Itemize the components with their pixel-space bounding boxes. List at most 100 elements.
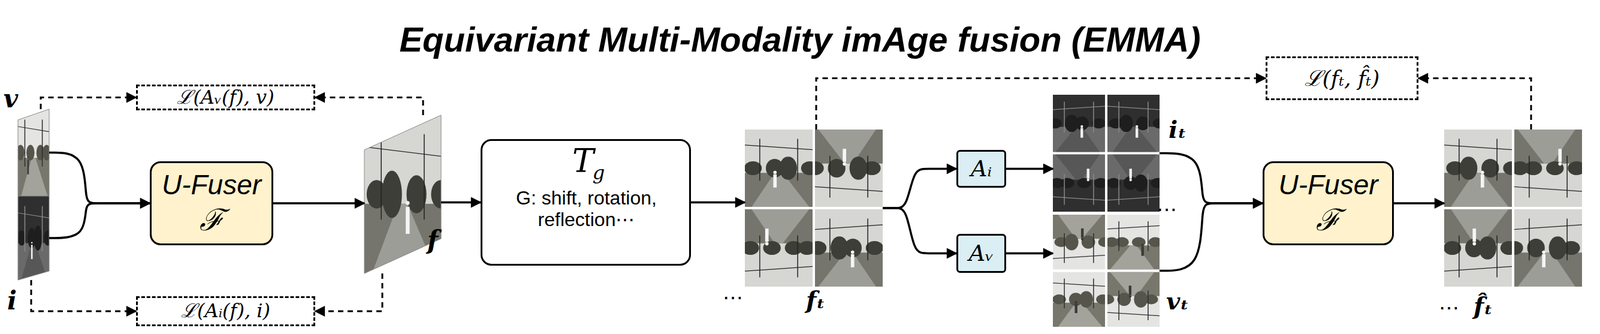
flow-arrow — [1006, 252, 1053, 255]
photo-wire — [1052, 196, 1106, 201]
photo-tree — [1567, 161, 1583, 175]
photo-road — [751, 172, 809, 207]
flow-arrow — [882, 207, 957, 254]
photo-pole — [24, 206, 26, 252]
flow-arrow — [49, 203, 150, 238]
photo-person-head — [1135, 125, 1138, 128]
photo-tree — [1148, 237, 1160, 247]
photo — [1107, 272, 1160, 328]
photo-person-head — [1141, 243, 1144, 247]
photo-road — [1517, 129, 1576, 164]
photo-tile — [814, 129, 883, 207]
module-name: U-Fuser — [1278, 169, 1378, 201]
photo-pole — [797, 138, 799, 181]
flow-arrow — [882, 168, 957, 209]
photo-ground — [1444, 209, 1512, 244]
photo-road — [818, 252, 877, 287]
photo-person-head — [773, 170, 777, 175]
flow-arrow — [49, 152, 150, 204]
photo-sky — [364, 115, 442, 274]
photo-tree — [1077, 177, 1092, 189]
photo-wire — [1444, 266, 1512, 271]
photo-tree — [814, 161, 824, 175]
photo-person-head — [1129, 178, 1132, 181]
photo-pole — [1063, 278, 1065, 308]
flow-arrow — [1006, 167, 1053, 171]
image-symbol: v — [1, 85, 20, 113]
fused-image: f — [364, 115, 442, 274]
photo-tree — [1133, 291, 1148, 308]
loss-box: ℒ(Aᵢ(f), i) — [136, 296, 316, 326]
photo-person — [1480, 174, 1485, 188]
photo-person-head — [1558, 162, 1562, 166]
photo — [1444, 129, 1512, 207]
photo-tile — [1052, 154, 1106, 213]
photo-tile — [1514, 129, 1583, 207]
photo-pole — [1458, 138, 1460, 181]
photo-tree — [779, 156, 798, 180]
image-symbol: i — [2, 287, 21, 315]
photo-pole — [1528, 218, 1530, 261]
photo-sky — [1052, 214, 1106, 270]
photo-pole — [1118, 221, 1120, 251]
loss-formula: ℒ(Aᵥ(f), v) — [176, 86, 274, 108]
photo-tree — [1514, 161, 1529, 175]
photo-tree — [1098, 237, 1106, 247]
photo-person — [773, 174, 777, 188]
photo — [1052, 154, 1106, 213]
photo-pole — [797, 235, 799, 278]
photo-tree — [1064, 233, 1079, 250]
photo-person-head — [1480, 170, 1485, 175]
photo — [1052, 94, 1106, 153]
photo-sky — [1444, 129, 1512, 207]
flow-arrow — [1159, 153, 1263, 204]
photo-person — [1080, 127, 1083, 138]
pseudo-infrared-images: iₜ — [1052, 94, 1160, 212]
photo-wire — [1514, 224, 1583, 230]
photo-tree — [830, 236, 848, 260]
module-symbol: Aᵥ — [968, 240, 995, 267]
photo-tree — [1549, 236, 1567, 260]
photo-tree — [1107, 294, 1115, 304]
photo-svg — [744, 129, 883, 287]
image-symbol: f — [423, 226, 442, 255]
loss-connector — [40, 97, 137, 110]
module-symbol: ℱ — [1315, 203, 1341, 237]
photo-tree — [744, 240, 760, 255]
photo-tree — [763, 240, 781, 255]
pseudo-visible-images: vₜ — [1052, 214, 1160, 327]
photo-tree — [1502, 161, 1512, 175]
photo-ground — [1052, 302, 1106, 327]
ellipsis-mark: ⋯ — [720, 286, 745, 309]
fuser-box: U-Fuserℱ — [149, 161, 274, 246]
photo-tile — [1444, 209, 1512, 287]
photo-person-head — [27, 156, 30, 159]
photo-ground — [17, 157, 50, 196]
photo-road — [1517, 252, 1576, 287]
photo-wire — [744, 145, 813, 150]
photo-wire — [1107, 312, 1160, 316]
photo-tree — [1052, 118, 1062, 129]
photo-pole — [1093, 173, 1095, 205]
fuser-box: U-Fuserℱ — [1262, 161, 1394, 246]
photo-person — [1472, 228, 1476, 242]
photo — [1052, 214, 1106, 270]
loss-box: ℒ(fₜ, f̂ₜ) — [1265, 56, 1419, 101]
loss-box: ℒ(Aᵥ(f), v) — [136, 84, 316, 111]
ellipsis-mark: ⋯ — [1437, 296, 1461, 319]
photo-person — [1541, 254, 1546, 268]
photo-tree — [849, 156, 868, 180]
photo-pole — [867, 155, 869, 198]
transform-box: TgG: shift, rotation, reflection⋯ — [480, 139, 691, 266]
photo-tree — [744, 161, 762, 175]
photo-person — [27, 159, 30, 175]
photo-wire — [1514, 186, 1583, 192]
photo-person — [842, 148, 847, 162]
photo-person — [31, 244, 33, 259]
photo-wire — [814, 224, 883, 230]
photo-wire — [1052, 106, 1106, 110]
photo — [744, 129, 813, 207]
photo-ground — [814, 252, 883, 287]
photo-tile — [1107, 94, 1160, 153]
photo-road — [818, 129, 877, 164]
